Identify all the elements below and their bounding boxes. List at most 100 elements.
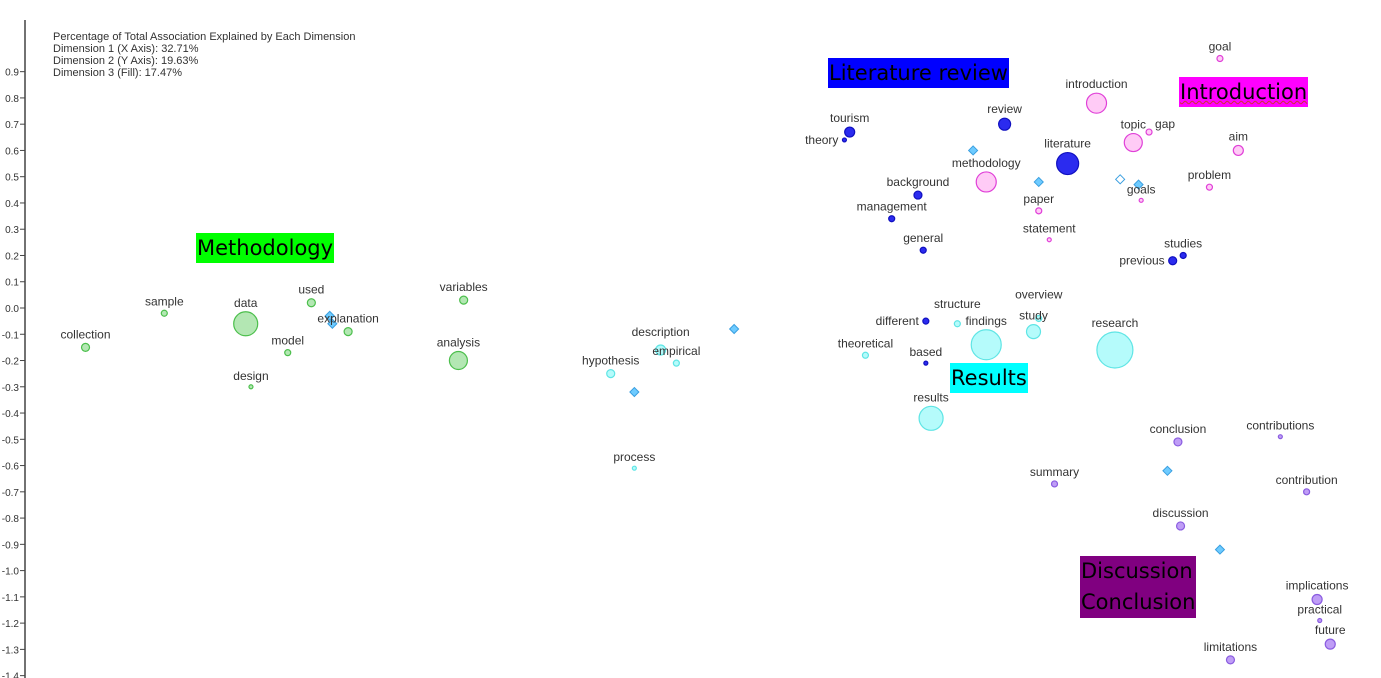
info-title: Percentage of Total Association Explaine… xyxy=(53,31,356,43)
point-practical xyxy=(1317,617,1323,624)
y-tick-label: -0.9 xyxy=(2,540,20,551)
point-problem xyxy=(1205,183,1214,191)
section-diamond-marker xyxy=(1214,544,1226,555)
point-label-data: data xyxy=(234,296,258,310)
point-label-introduction: introduction xyxy=(1066,77,1128,91)
point-label-findings: findings xyxy=(966,314,1007,328)
point-label-based: based xyxy=(909,345,942,359)
point-label-description: description xyxy=(632,325,690,339)
point-label-contribution: contribution xyxy=(1276,473,1338,487)
point-label-background: background xyxy=(887,175,950,189)
point-label-goal: goal xyxy=(1209,40,1232,54)
point-label-goals: goals xyxy=(1127,182,1156,196)
info-dim1: Dimension 1 (X Axis): 32.71% xyxy=(53,43,199,55)
section-diamond-marker xyxy=(629,386,640,398)
y-tick-label: -0.6 xyxy=(2,462,20,473)
point-label-contributions: contributions xyxy=(1246,419,1314,433)
y-tick-label: -0.2 xyxy=(2,357,20,368)
point-label-limitations: limitations xyxy=(1204,640,1257,654)
point-data xyxy=(233,311,259,337)
point-label-design: design xyxy=(233,369,268,383)
point-label-study: study xyxy=(1019,309,1048,323)
point-gap xyxy=(1145,128,1153,136)
y-tick-label: 0.2 xyxy=(5,251,19,262)
point-theory xyxy=(841,137,848,143)
point-methodology xyxy=(975,171,997,193)
word-points xyxy=(80,54,1336,665)
section-markers xyxy=(324,145,1226,555)
point-research xyxy=(1096,331,1134,369)
point-contributions xyxy=(1277,434,1283,440)
y-tick-label: 0.0 xyxy=(5,304,19,315)
point-label-paper: paper xyxy=(1023,192,1054,206)
y-tick-label: -0.7 xyxy=(2,488,20,499)
point-overview xyxy=(1035,314,1043,323)
point-analysis xyxy=(448,350,469,371)
section-diamond-marker xyxy=(1114,174,1126,185)
point-label-review: review xyxy=(987,102,1022,116)
point-label-sample: sample xyxy=(145,294,184,308)
point-hypothesis xyxy=(606,369,616,379)
y-tick-label: -0.1 xyxy=(2,330,20,341)
point-label-variables: variables xyxy=(440,280,488,294)
point-discussion xyxy=(1175,521,1186,531)
y-tick-label: 0.9 xyxy=(5,68,19,79)
y-tick-label: 0.5 xyxy=(5,173,19,184)
point-theoretical xyxy=(861,351,870,359)
y-tick-label: 0.8 xyxy=(5,94,19,105)
point-studies xyxy=(1179,251,1187,260)
y-tick-label: 0.7 xyxy=(5,120,19,131)
point-results xyxy=(918,405,944,431)
section-diamond-marker xyxy=(728,323,740,335)
y-tick-label: -1.1 xyxy=(2,593,20,604)
point-review xyxy=(998,117,1012,131)
point-background xyxy=(913,190,923,200)
point-different xyxy=(922,317,930,325)
point-aim xyxy=(1232,144,1244,157)
point-implications xyxy=(1311,593,1323,606)
y-tick-label: -0.3 xyxy=(2,383,20,394)
category-discussion-conclusion: Discussion Conclusion xyxy=(1080,556,1197,618)
category-introduction: Introduction xyxy=(1179,77,1309,107)
point-label-overview: overview xyxy=(1015,288,1063,302)
section-diamond-marker xyxy=(1162,465,1173,477)
point-label-analysis: analysis xyxy=(437,336,480,350)
point-label-conclusion: conclusion xyxy=(1150,422,1207,436)
point-design xyxy=(248,384,254,390)
point-label-topic: topic xyxy=(1121,118,1146,132)
y-tick-label: 0.3 xyxy=(5,225,19,236)
point-sample xyxy=(160,309,168,317)
point-limitations xyxy=(1225,655,1236,665)
category-conclusion: Conclusion xyxy=(1081,590,1196,614)
point-goals xyxy=(1138,197,1144,203)
point-future xyxy=(1324,638,1336,650)
point-label-structure: structure xyxy=(934,297,981,311)
point-label-research: research xyxy=(1092,316,1139,330)
point-paper xyxy=(1035,207,1043,215)
point-tourism xyxy=(844,126,856,138)
info-dim3: Dimension 3 (Fill): 17.47% xyxy=(53,67,182,79)
point-label-theoretical: theoretical xyxy=(838,336,893,350)
point-label-management: management xyxy=(857,200,928,214)
point-label-empirical: empirical xyxy=(652,344,700,358)
point-variables xyxy=(459,295,469,305)
point-management xyxy=(888,215,896,223)
point-label-gap: gap xyxy=(1155,117,1175,131)
point-label-explanation: explanation xyxy=(317,312,378,326)
category-methodology: Methodology xyxy=(196,233,335,263)
point-based xyxy=(923,360,929,366)
point-conclusion xyxy=(1173,437,1183,447)
point-label-discussion: discussion xyxy=(1153,506,1209,520)
info-dim2: Dimension 2 (Y Axis): 19.63% xyxy=(53,55,199,67)
y-tick-label: 0.4 xyxy=(5,199,19,210)
section-diamond-marker xyxy=(324,310,335,322)
point-label-literature: literature xyxy=(1044,137,1091,151)
point-goal xyxy=(1216,54,1224,63)
y-tick-label: -1.3 xyxy=(2,645,20,656)
point-empirical xyxy=(672,359,680,367)
point-label-tourism: tourism xyxy=(830,111,869,125)
y-axis: 0.90.80.70.60.50.40.30.20.10.0-0.1-0.2-0… xyxy=(2,20,26,678)
point-model xyxy=(284,349,292,357)
section-diamond-marker xyxy=(1133,179,1144,190)
